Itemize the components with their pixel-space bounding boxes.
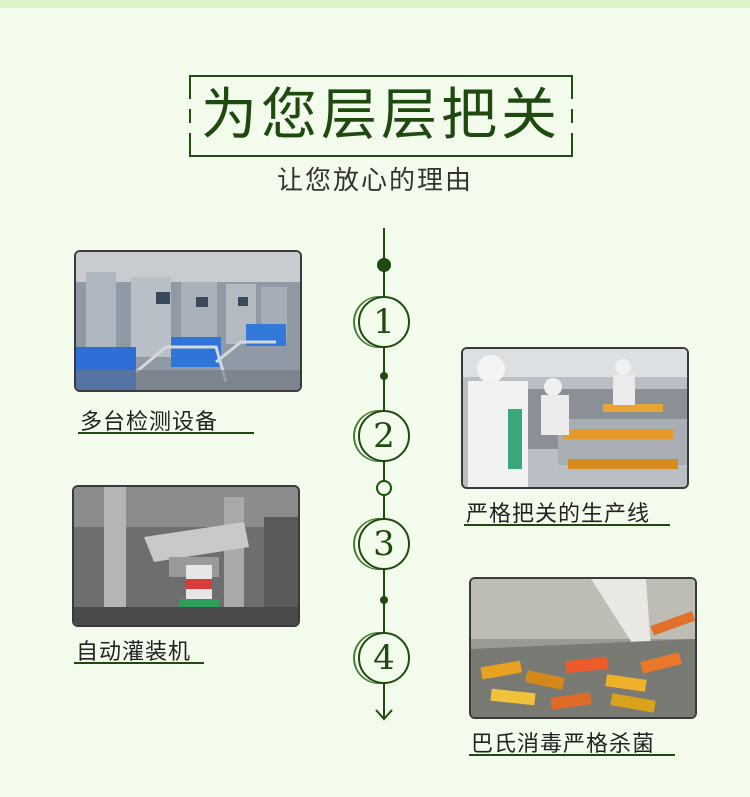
timeline-dot-hollow	[376, 480, 392, 496]
step-caption-3: 自动灌装机	[76, 640, 192, 665]
photo-pasteurization	[469, 577, 697, 719]
caption-underline	[469, 754, 675, 756]
step-number-3: 3	[358, 518, 410, 570]
timeline-dot	[380, 596, 388, 604]
timeline-dot	[380, 372, 388, 380]
photo-production-line	[461, 347, 689, 489]
step-number-2: 2	[358, 410, 410, 462]
step-caption-1: 多台检测设备	[80, 410, 219, 435]
top-band	[0, 0, 750, 8]
step-number-4: 4	[358, 632, 410, 684]
step-caption-4: 巴氏消毒严格杀菌	[471, 732, 656, 757]
page-subtitle: 让您放心的理由	[276, 166, 473, 196]
step-number-1: 1	[358, 296, 410, 348]
timeline-dot	[377, 258, 391, 272]
photo-filling-machine	[72, 485, 300, 627]
caption-underline	[464, 524, 670, 526]
chevron-down-icon	[375, 709, 393, 721]
title-frame: 为您层层把关	[189, 75, 573, 157]
timeline-line	[383, 228, 385, 718]
photo-testing-equipment	[74, 250, 302, 392]
step-caption-2: 严格把关的生产线	[466, 502, 651, 527]
caption-underline	[74, 662, 204, 664]
caption-underline	[78, 432, 254, 434]
page-title: 为您层层把关	[201, 83, 561, 148]
